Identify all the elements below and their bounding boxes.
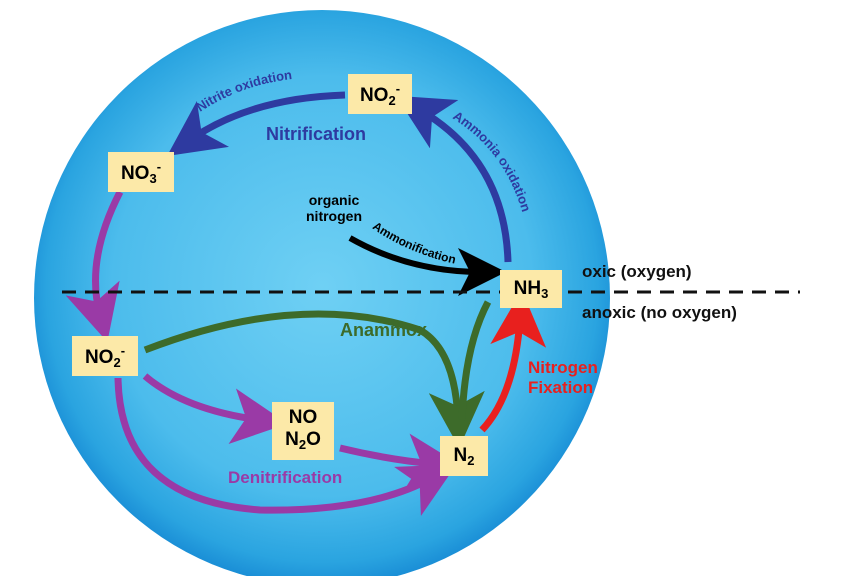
- nitrite-left-box: NO2-: [72, 336, 138, 376]
- nitrite-top-formula: NO2-: [359, 80, 401, 108]
- no-n2o-box: NO N2O: [272, 402, 334, 460]
- denitrification-label: Denitrification: [228, 468, 343, 487]
- anammox-label: Anammox: [340, 320, 428, 340]
- ammonification-arrow: [348, 235, 506, 296]
- nitrogen-fixation-arrow: [479, 290, 547, 433]
- ammonia-formula: NH3: [513, 277, 549, 301]
- anammox-arrow-from-nitrite: [143, 310, 485, 448]
- nitrogen-fixation-line1: Nitrogen: [528, 358, 598, 377]
- nitrate-to-nitrite-arrow: [65, 190, 124, 343]
- nitrite-to-n2-arrow: [114, 377, 457, 517]
- nitrogen-fixation-label: Nitrogen Fixation: [528, 358, 598, 398]
- nitrification-label: Nitrification: [266, 124, 367, 144]
- n2o-formula: N2O: [285, 428, 321, 452]
- oxic-zone-label: oxic (oxygen): [582, 262, 692, 281]
- anoxic-zone-label: anoxic (no oxygen): [582, 303, 737, 322]
- nitrogen-gas-box: N2: [440, 436, 488, 476]
- organic-nitrogen-label: organic nitrogen: [306, 192, 362, 224]
- nitrite-top-box: NO2-: [348, 74, 412, 114]
- ammonia-oxidation-arrow: [395, 95, 512, 263]
- ammonia-box: NH3: [500, 270, 562, 308]
- organic-nitrogen-line2: nitrogen: [306, 208, 362, 224]
- nitrogen-gas-formula: N2: [453, 444, 475, 468]
- anammox-arrow-from-ammonia: [458, 300, 492, 421]
- n2o-to-n2-arrow: [339, 433, 463, 490]
- nitrite-left-formula: NO2-: [84, 342, 126, 370]
- no-formula: NO: [288, 406, 318, 428]
- organic-nitrogen-line1: organic: [308, 192, 360, 208]
- nitrate-formula: NO3-: [120, 158, 162, 186]
- nitrite-oxidation-arrow: [167, 91, 346, 157]
- nitrite-to-no-arrow: [142, 373, 288, 445]
- nitrogen-fixation-line2: Fixation: [528, 378, 594, 397]
- nitrate-box: NO3-: [108, 152, 174, 192]
